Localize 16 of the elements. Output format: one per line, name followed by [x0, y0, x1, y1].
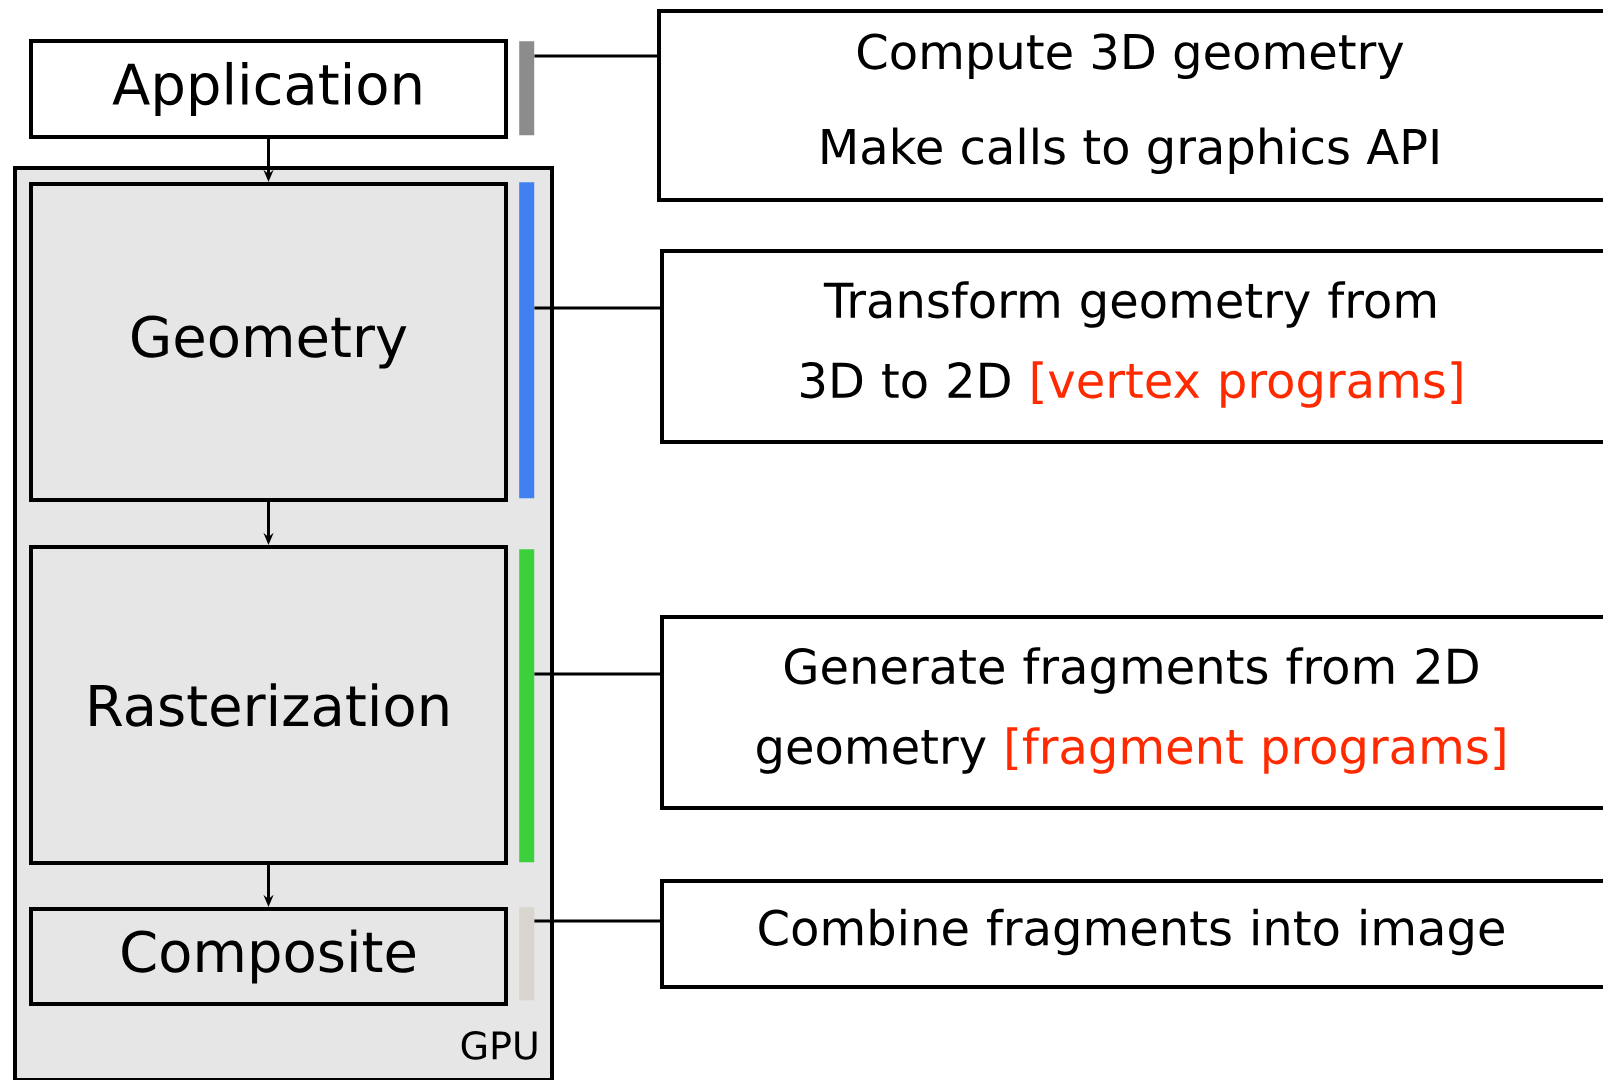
- leader-line: [534, 306, 660, 310]
- stage-box: Application: [29, 39, 508, 139]
- stage-bar: [519, 907, 535, 1001]
- stage-bar: [519, 182, 535, 499]
- description-box: Combine fragments into image: [660, 879, 1603, 989]
- stage-bar: [519, 549, 535, 863]
- stage-bar: [519, 41, 535, 136]
- stage-box: Rasterization: [29, 545, 508, 865]
- stage-box: Geometry: [29, 182, 508, 502]
- stage-box: Composite: [29, 907, 508, 1006]
- leader-line: [534, 672, 660, 676]
- leader-line: [534, 54, 657, 58]
- description-box: Compute 3D geometry Make calls to graphics API: [657, 9, 1603, 202]
- description-box: Generate fragments from 2D geometry [fragment programs]: [660, 615, 1603, 810]
- leader-line: [534, 919, 660, 923]
- description-box: Transform geometry from 3D to 2D [vertex programs]: [660, 249, 1603, 444]
